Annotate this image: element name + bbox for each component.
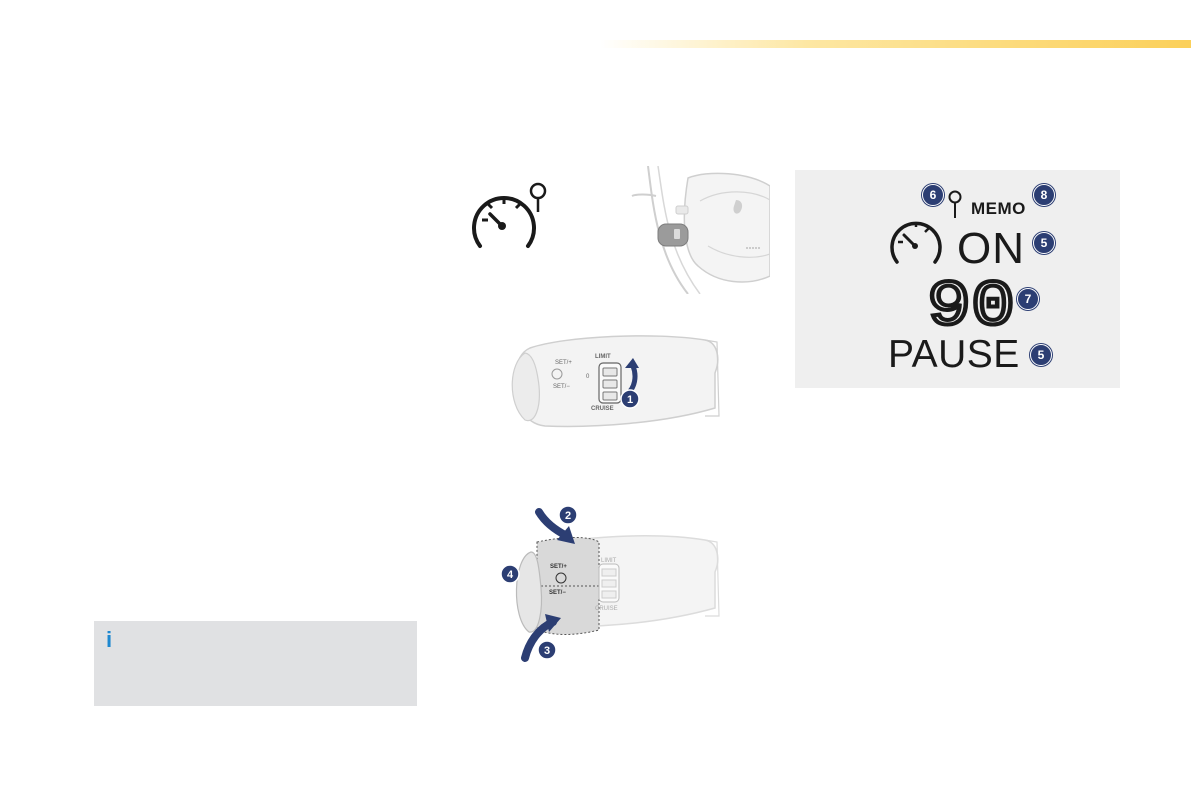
status-on-label: ON — [957, 224, 1025, 273]
limit-label: LIMIT — [601, 558, 617, 564]
limit-label: LIMIT — [595, 354, 611, 360]
set-plus-label: SET/+ — [550, 564, 567, 570]
set-minus-label: SET/− — [553, 384, 570, 390]
header-accent-bar — [600, 40, 1191, 48]
speed-limiter-icon — [472, 182, 547, 248]
speed-value-display: 90 — [925, 270, 1017, 328]
control-stalk-detail-illustration: SET/+ SET/− LIMIT CRUISE 2 3 4 — [500, 505, 720, 662]
zero-label: 0 — [586, 374, 590, 380]
speed-limiter-display-icon — [890, 221, 942, 264]
lion-emblem-icon — [733, 200, 743, 214]
arrow-down-icon — [557, 526, 575, 544]
set-minus-label: SET/− — [549, 590, 566, 596]
callout-1: 1 — [627, 394, 633, 406]
steering-wheel-illustration — [631, 166, 770, 294]
callout-2: 2 — [565, 510, 571, 522]
memo-pin-icon — [948, 190, 962, 218]
memo-label: MEMO — [971, 199, 1026, 218]
arrow-up-icon — [545, 614, 561, 632]
set-plus-label: SET/+ — [555, 360, 572, 366]
callout-3: 3 — [544, 645, 550, 657]
cruise-label: CRUISE — [595, 606, 618, 612]
arrow-up-icon — [625, 358, 639, 368]
cruise-label: CRUISE — [591, 406, 614, 412]
instrument-display-panel: 6 MEMO 8 ON 5 90 7 PAUSE 5 — [795, 170, 1120, 388]
callout-5-on: 5 — [1033, 232, 1055, 254]
callout-6: 6 — [922, 184, 944, 206]
info-note-box: i — [94, 621, 417, 706]
control-stalk-illustration: SET/+ SET/− LIMIT 0 CRUISE 1 — [511, 335, 720, 428]
callout-4: 4 — [507, 569, 514, 581]
info-icon: i — [106, 627, 113, 652]
callout-5-pause: 5 — [1030, 344, 1052, 366]
speed-value: 90 — [927, 272, 1015, 328]
callout-7: 7 — [1017, 288, 1039, 310]
status-pause-label: PAUSE — [888, 333, 1020, 376]
callout-8: 8 — [1033, 184, 1055, 206]
